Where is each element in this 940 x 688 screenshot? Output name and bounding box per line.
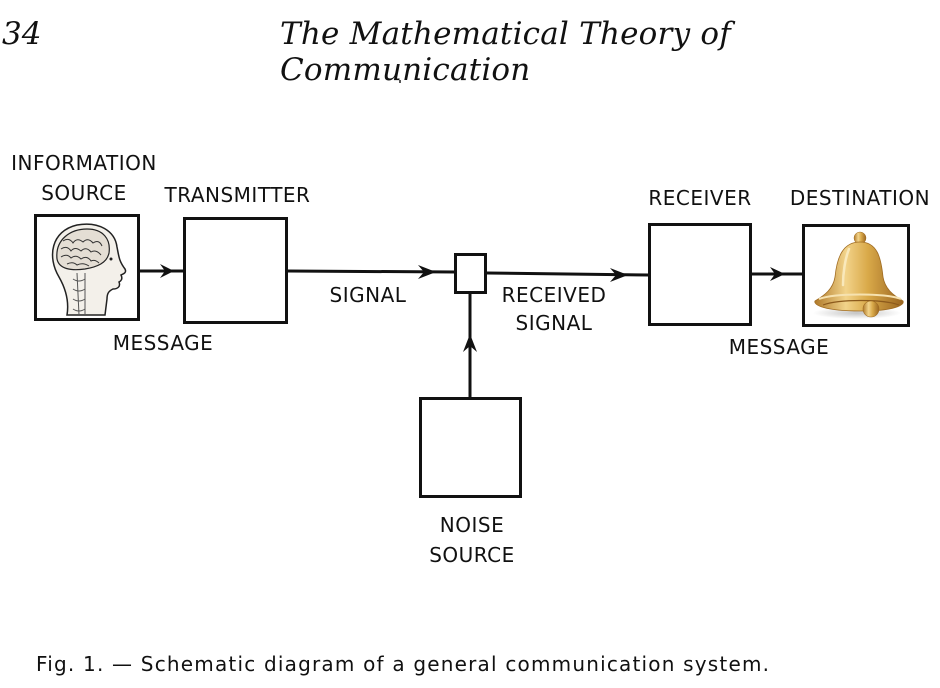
message-in-label: MESSAGE	[112, 331, 214, 355]
brain-head-icon	[51, 223, 127, 316]
signal-label: SIGNAL	[329, 283, 407, 307]
receiver-box	[648, 223, 752, 326]
bell-icon	[813, 231, 904, 319]
print-speck	[399, 80, 401, 83]
transmitter-label: TRANSMITTER	[164, 183, 311, 207]
page-number: 34	[2, 16, 42, 52]
running-title: The Mathematical Theory of Communication	[280, 16, 731, 88]
information-source-label-line1: INFORMATION	[11, 151, 157, 175]
figure-caption: Fig. 1. — Schematic diagram of a general…	[36, 652, 771, 676]
destination-label: DESTINATION	[789, 186, 931, 210]
message-out-label: MESSAGE	[728, 335, 830, 359]
arrowhead-message-out	[770, 267, 785, 281]
receiver-label: RECEIVER	[648, 186, 752, 210]
noise-source-box	[419, 397, 522, 498]
transmitter-box	[183, 217, 288, 324]
noise-source-label-line1: NOISE	[439, 513, 505, 537]
information-source-label-line2: SOURCE	[41, 181, 127, 205]
arrowhead-signal	[418, 265, 436, 279]
arrowhead-noise	[463, 334, 477, 352]
information-source-box	[34, 214, 140, 321]
received-signal-label-line1: RECEIVED	[501, 283, 607, 307]
arrowhead-received-signal	[610, 268, 628, 282]
arrowhead-message-in	[160, 264, 174, 278]
noise-source-label-line2: SOURCE	[429, 543, 515, 567]
destination-box	[802, 224, 910, 327]
mixer-box	[454, 253, 487, 294]
received-signal-label-line2: SIGNAL	[515, 311, 593, 335]
